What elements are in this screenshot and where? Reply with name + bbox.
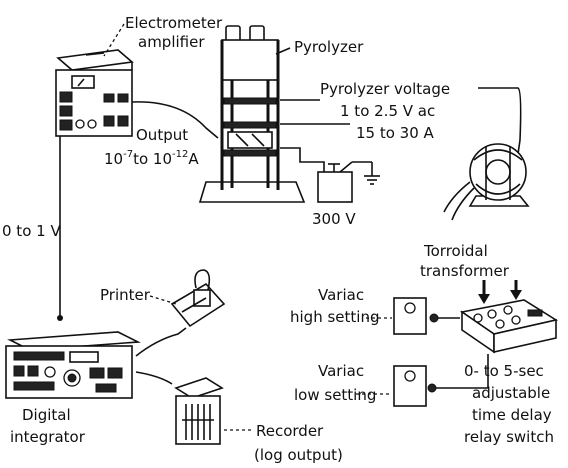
- output-current-label: 10-7to 10-12A: [104, 149, 199, 168]
- pyrolyzer-label: Pyrolyzer: [294, 38, 364, 56]
- wire-integrator-to-printer: [136, 328, 186, 356]
- printer-leader: [150, 296, 176, 304]
- arrow-head-2: [510, 290, 522, 300]
- relay-switch-device: [462, 300, 556, 352]
- relay-switch-label: 0- to 5-sec adjustable time delay relay …: [464, 362, 556, 446]
- recorder-device: [176, 378, 222, 444]
- torroidal-transformer-label: Torroidal transformer: [420, 242, 510, 280]
- pyrolyzer-device: [200, 26, 304, 202]
- wire-pyro-battery: [280, 148, 324, 172]
- variac-low-device: [394, 366, 436, 406]
- printer-device: [172, 270, 224, 326]
- pyrolyzer-voltage-label: Pyrolyzer voltage 1 to 2.5 V ac 15 to 30…: [320, 80, 455, 142]
- printer-label: Printer: [100, 286, 151, 304]
- torroidal-transformer-device: [444, 144, 528, 220]
- arrow-head-1: [478, 294, 490, 304]
- wire-integrator-to-recorder: [136, 372, 172, 384]
- variac-low-label: Variac low setting: [294, 362, 376, 404]
- digital-integrator-device: [6, 332, 138, 398]
- electrometer-amplifier-device: [56, 50, 132, 136]
- recorder-label: Recorder (log output): [254, 422, 343, 464]
- digital-integrator-label: Digital integrator: [10, 406, 86, 446]
- battery-voltage-label: 300 V: [312, 210, 356, 228]
- electrometer-amplifier-label: Electrometer amplifier: [125, 14, 227, 51]
- variac-high-label: Variac high setting: [290, 286, 379, 326]
- signal-voltage-label: 0 to 1 V: [2, 222, 61, 240]
- output-label: Output: [136, 126, 188, 144]
- junction-dot: [57, 315, 63, 321]
- variac-high-device: [394, 298, 438, 334]
